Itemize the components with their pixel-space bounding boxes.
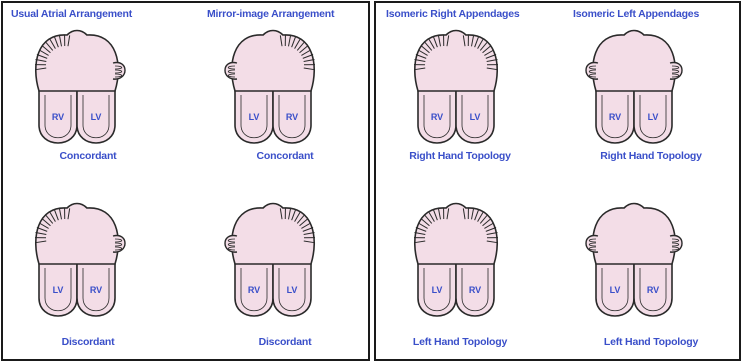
heart-svg: LV RV	[27, 198, 127, 318]
heart-caption: Left Hand Topology	[604, 336, 698, 348]
atria-shape	[415, 204, 497, 265]
heart-caption: Left Hand Topology	[413, 336, 507, 348]
heart-caption: Right Hand Topology	[600, 150, 702, 162]
ventricle-label-left: RV	[609, 112, 621, 122]
heart-diagram: LV RV	[584, 198, 684, 318]
ventricle-label-right: LV	[648, 112, 659, 122]
left-panel: Usual Atrial Arrangement Mirror-image Ar…	[1, 1, 370, 361]
heart-svg: LV RV	[223, 25, 323, 145]
heart-diagram: LV RV	[27, 198, 127, 318]
heart-diagram: LV RV	[406, 198, 506, 318]
heart-caption: Discordant	[62, 336, 115, 348]
heart-diagram: RV LV	[406, 25, 506, 145]
heading-isomeric-left: Isomeric Left Appendages	[573, 8, 699, 20]
heart-caption: Discordant	[259, 336, 312, 348]
ventricle-label-left: LV	[53, 285, 64, 295]
heading-usual: Usual Atrial Arrangement	[11, 8, 132, 20]
atria-shape	[36, 31, 118, 92]
heart-svg: RV LV	[406, 25, 506, 145]
ventricle-label-right: RV	[90, 285, 102, 295]
ventricle-label-left: LV	[249, 112, 260, 122]
atria-shape	[593, 204, 675, 265]
heart-caption: Right Hand Topology	[409, 150, 511, 162]
heart-diagram: RV LV	[584, 25, 684, 145]
heart-svg: RV LV	[584, 25, 684, 145]
heart-svg: RV LV	[27, 25, 127, 145]
ventricle-label-left: RV	[52, 112, 64, 122]
atria-shape	[232, 31, 314, 92]
ventricle-label-right: RV	[286, 112, 298, 122]
ventricle-label-right: LV	[91, 112, 102, 122]
heart-diagram: RV LV	[223, 198, 323, 318]
ventricle-label-right: LV	[470, 112, 481, 122]
atria-shape	[593, 31, 675, 92]
atria-shape	[415, 31, 497, 92]
ventricle-label-left: RV	[248, 285, 260, 295]
heart-svg: LV RV	[584, 198, 684, 318]
heart-caption: Concordant	[60, 150, 117, 162]
ventricle-label-left: LV	[610, 285, 621, 295]
heart-diagram: RV LV	[27, 25, 127, 145]
heart-diagram: LV RV	[223, 25, 323, 145]
heading-mirror: Mirror-image Arrangement	[207, 8, 334, 20]
ventricle-label-right: RV	[647, 285, 659, 295]
heart-svg: RV LV	[223, 198, 323, 318]
heart-svg: LV RV	[406, 198, 506, 318]
heading-isomeric-right: Isomeric Right Appendages	[386, 8, 519, 20]
ventricle-label-right: LV	[287, 285, 298, 295]
ventricle-label-left: RV	[431, 112, 443, 122]
ventricle-label-left: LV	[432, 285, 443, 295]
heart-caption: Concordant	[257, 150, 314, 162]
right-panel: Isomeric Right Appendages Isomeric Left …	[374, 1, 741, 361]
atria-shape	[232, 204, 314, 265]
ventricle-label-right: RV	[469, 285, 481, 295]
atria-shape	[36, 204, 118, 265]
